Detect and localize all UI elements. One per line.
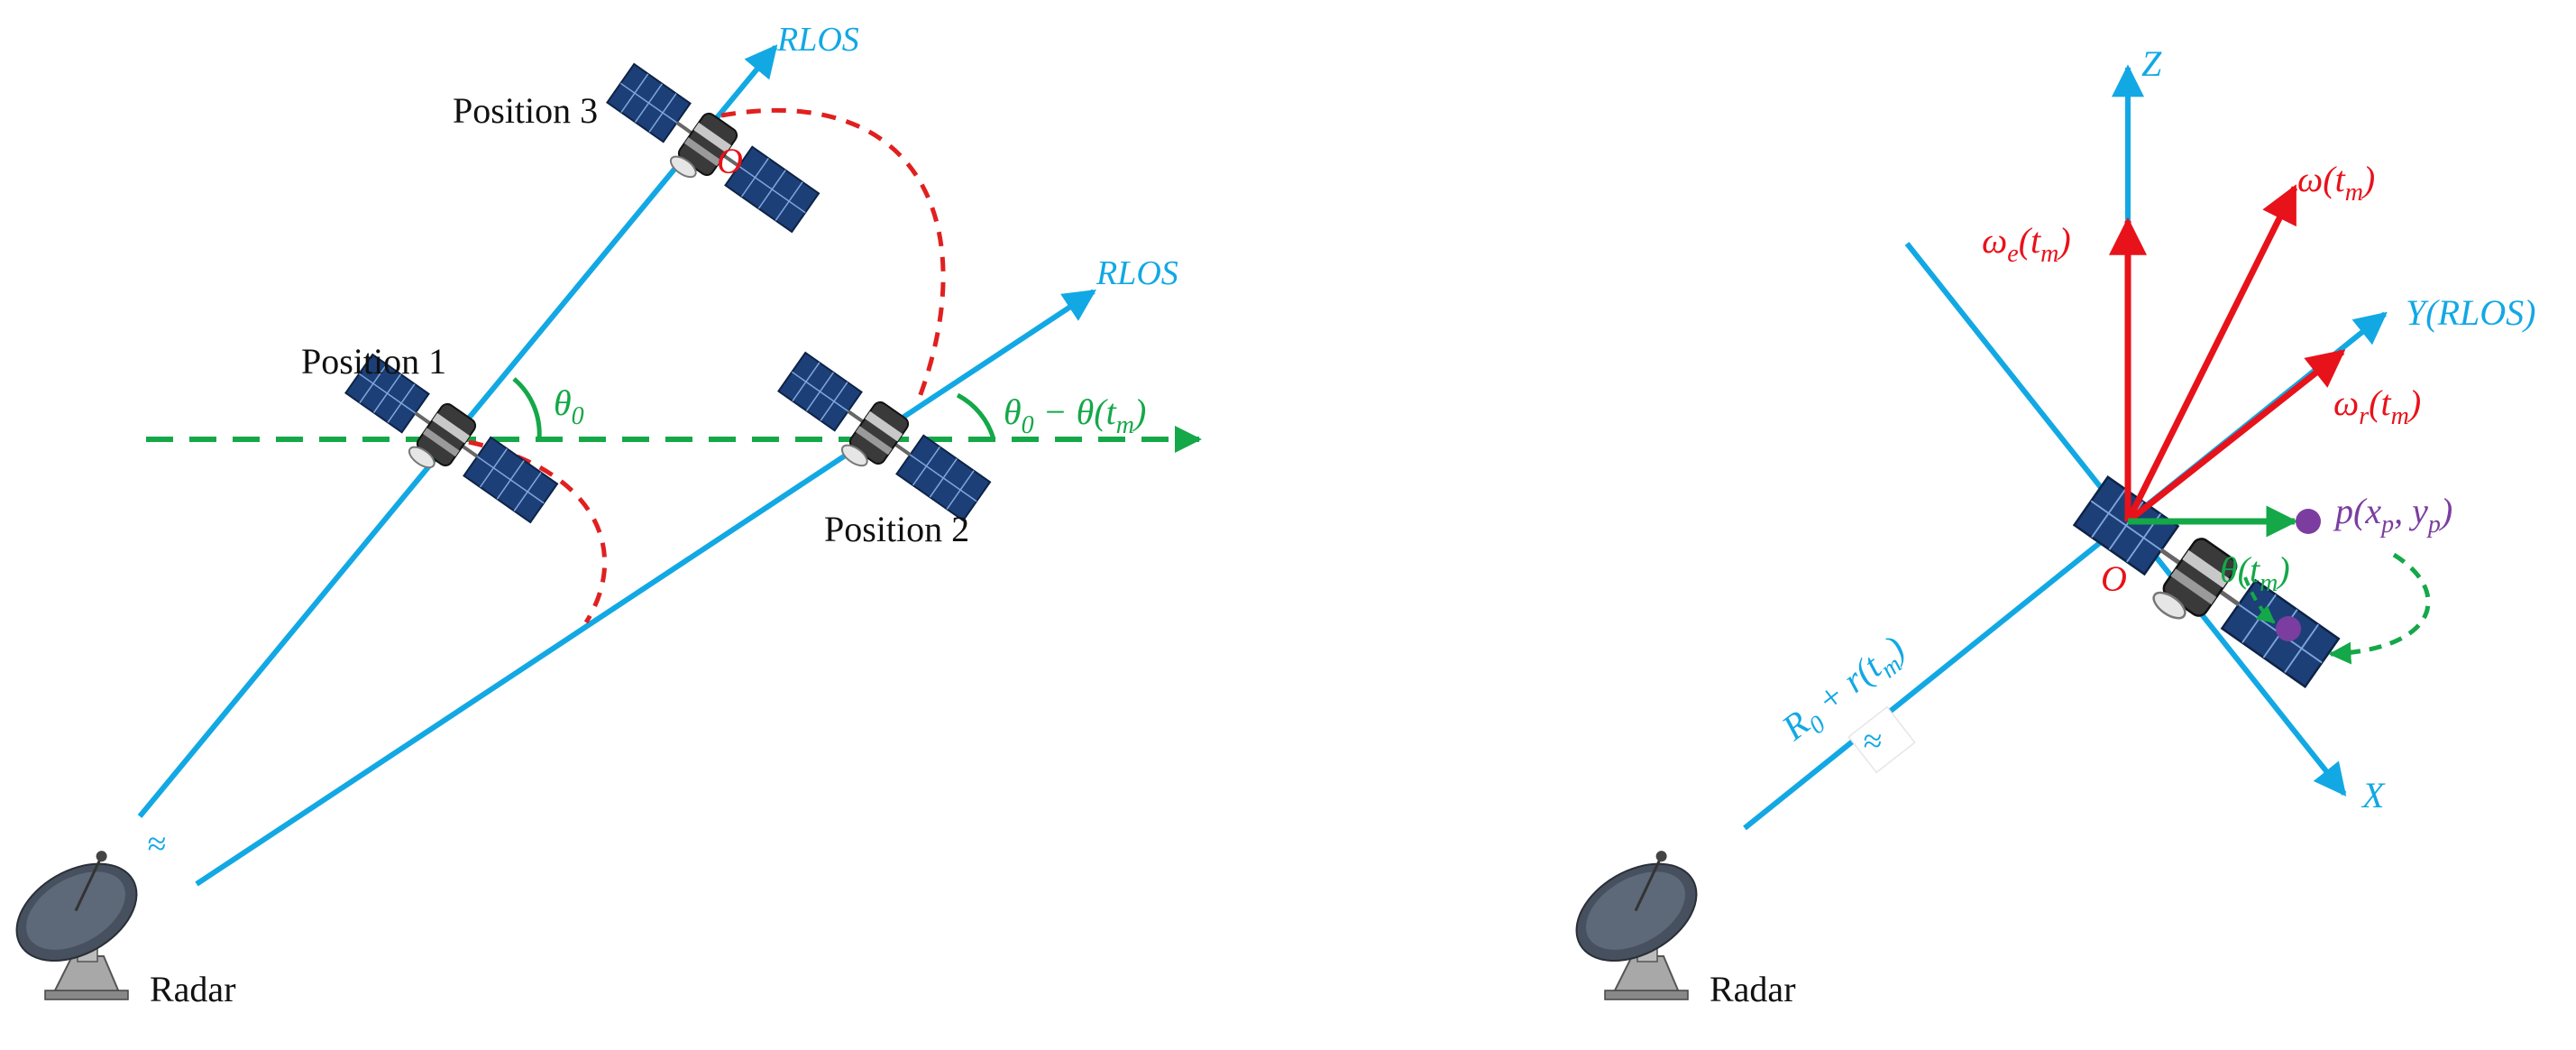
omega-r-label: ωr(tm) bbox=[2333, 382, 2421, 430]
omega-e-label: ωe(tm) bbox=[1982, 220, 2071, 268]
radar-label: Radar bbox=[1710, 969, 1796, 1009]
right-diagram: ≈ Radar Z Y(RLOS) X O ω(tm) ωe(tm) ωr(tm… bbox=[1558, 43, 2535, 1009]
radar-label: Radar bbox=[150, 969, 236, 1009]
rotation-arc-lower bbox=[468, 439, 608, 624]
omega-label: ω(tm) bbox=[2297, 159, 2375, 207]
radar-dish-icon bbox=[0, 843, 155, 1001]
point-label: p(xp, yp) bbox=[2333, 491, 2452, 539]
origin-label: O bbox=[717, 141, 743, 181]
rotation-arrow-small bbox=[2243, 576, 2276, 624]
omega-vector bbox=[2124, 184, 2298, 523]
rlos-label-1: RLOS bbox=[776, 21, 859, 59]
break-mark: ≈ bbox=[1863, 723, 1882, 760]
point-p bbox=[2296, 509, 2321, 534]
z-axis-label: Z bbox=[2141, 43, 2162, 84]
origin-label: O bbox=[2101, 558, 2127, 599]
theta-difference-label: θ0 − θ(tm) bbox=[1004, 391, 1146, 439]
theta0-label: θ0 bbox=[554, 382, 584, 430]
rotation-arrow-large bbox=[2328, 552, 2431, 665]
angle-arc-theta-diff bbox=[956, 392, 996, 440]
position-3-label: Position 3 bbox=[453, 90, 598, 131]
point-p-rotated bbox=[2276, 616, 2301, 641]
position-2-label: Position 2 bbox=[824, 509, 969, 549]
angle-arc-theta0 bbox=[512, 377, 542, 440]
rlos-label-2: RLOS bbox=[1095, 254, 1178, 292]
break-mark: ≈ bbox=[147, 825, 166, 863]
x-axis-label: X bbox=[2361, 775, 2386, 815]
radar-dish-icon bbox=[1558, 843, 1715, 1001]
y-axis-label: Y(RLOS) bbox=[2406, 292, 2535, 333]
omega-r-vector bbox=[2125, 349, 2346, 524]
theta-label: θ(tm) bbox=[2220, 549, 2290, 597]
los-line-2 bbox=[195, 289, 1097, 887]
left-diagram: ≈ Radar RLOS RLOS Position 3 Position 1 … bbox=[0, 21, 1202, 1009]
position-1-label: Position 1 bbox=[301, 341, 446, 382]
